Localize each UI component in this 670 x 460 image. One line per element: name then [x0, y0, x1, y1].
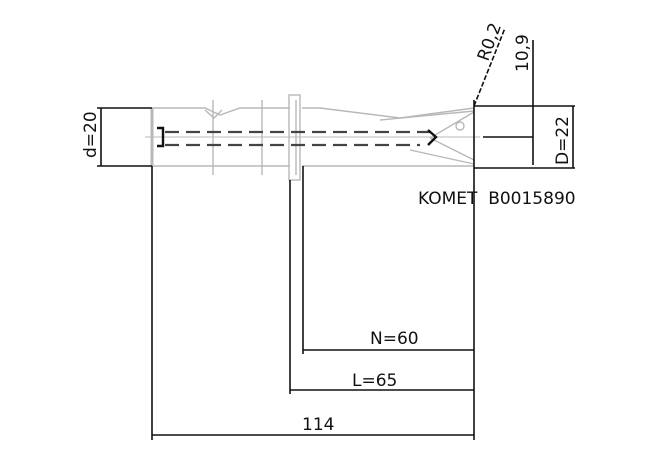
shank-diameter-label: d=20 — [81, 111, 101, 158]
drill-body-outline — [145, 94, 480, 181]
coolant-channels — [157, 126, 438, 148]
drill-diameter-label: D=22 — [553, 116, 573, 165]
length-label: L=65 — [352, 371, 397, 391]
usable-length-label: N=60 — [370, 329, 419, 349]
dimension-lines — [97, 27, 575, 440]
offset-label: 10,9 — [513, 34, 533, 72]
overall-length-label: 114 — [302, 415, 334, 435]
manufacturer-code: KOMET B0015890 — [418, 189, 576, 209]
corner-radius-label: R0,2 — [474, 20, 506, 63]
